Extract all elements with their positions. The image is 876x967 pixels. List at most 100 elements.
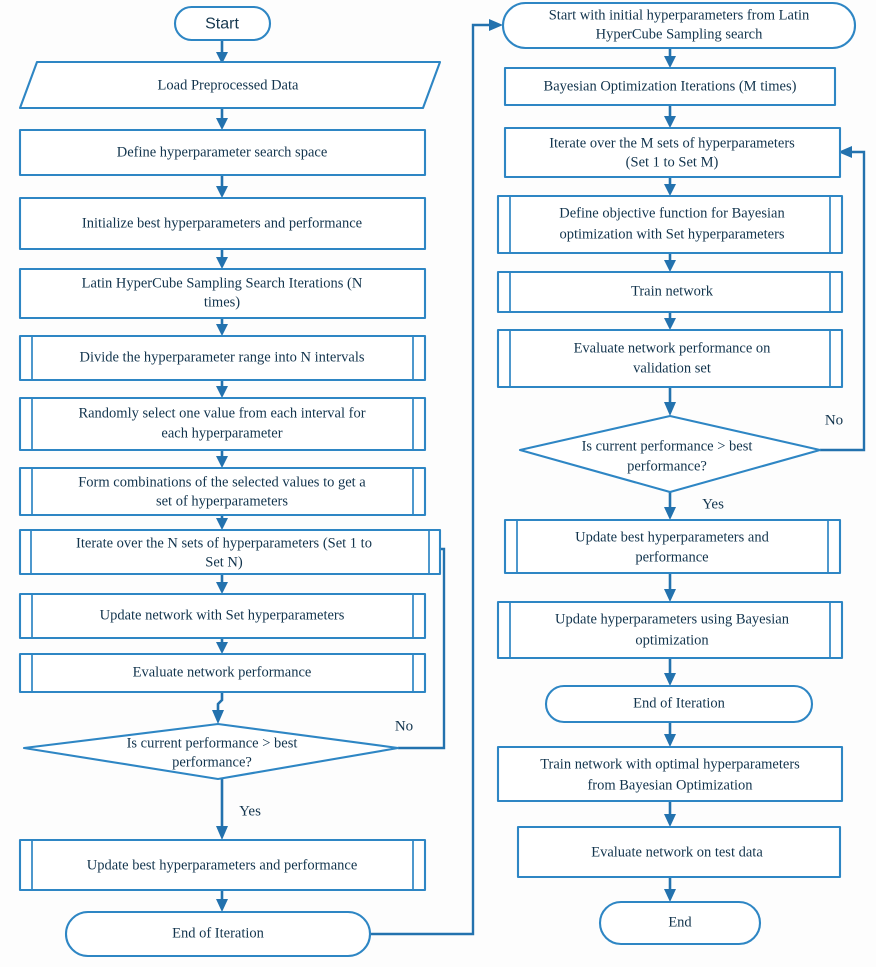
connectors-group (212, 19, 866, 936)
node-random-label-line1: Randomly select one value from each inte… (78, 405, 365, 421)
node-update-best-left[interactable]: Update best hyperparameters and performa… (18, 838, 427, 892)
arrowhead-train-to-evalval (664, 318, 676, 330)
node-define-label: Define hyperparameter search space (117, 144, 328, 160)
arrowhead-evaltest-to-end (664, 889, 676, 902)
node-evaluate-performance[interactable]: Evaluate network performance (18, 652, 427, 694)
node-form-label-line2: set of hyperparameters (156, 493, 288, 509)
node-bayes-iterations-label: Bayesian Optimization Iterations (M time… (544, 78, 797, 94)
arrowhead-evalval-to-rdecision (664, 402, 676, 416)
arrowhead-rdecision-yes (664, 507, 676, 520)
arrowhead-updatebest-to-enditer (216, 899, 228, 912)
edge-label-left-no: No (395, 718, 413, 734)
node-divide-range[interactable]: Divide the hyperparameter range into N i… (18, 334, 427, 382)
node-end-of-iteration-right[interactable]: End of Iteration (544, 684, 814, 724)
node-train-optimal[interactable]: Train network with optimal hyperparamete… (496, 745, 844, 803)
node-decision-right-label-line1: Is current performance > best (582, 438, 753, 454)
node-iterate-n-label-line2: Set N) (205, 554, 243, 570)
arrowhead-right-no-loop (838, 146, 852, 158)
node-update-best-right-label-line1: Update best hyperparameters and (575, 529, 769, 545)
node-train-optimal-label-line1: Train network with optimal hyperparamete… (540, 756, 800, 772)
arrowhead-riterate-to-objective (664, 184, 676, 196)
arrowhead-load-to-define (216, 118, 228, 130)
node-divide-label: Divide the hyperparameter range into N i… (79, 349, 364, 365)
node-evaluate-test-label: Evaluate network on test data (591, 844, 763, 860)
arrowhead-objective-to-train (664, 260, 676, 272)
arrowhead-init-to-lhs (216, 257, 228, 269)
node-random-label-line2: each hyperparameter (161, 425, 282, 441)
node-train-network[interactable]: Train network (496, 270, 844, 314)
arrowhead-lhs-to-divide (216, 324, 228, 336)
node-update-network-label: Update network with Set hyperparameters (100, 607, 345, 623)
arrowhead-form-to-iterate (216, 518, 228, 530)
node-update-network[interactable]: Update network with Set hyperparameters (18, 592, 427, 640)
node-bayes-iterations[interactable]: Bayesian Optimization Iterations (M time… (503, 66, 837, 107)
node-iterate-n-sets[interactable]: Iterate over the N sets of hyperparamete… (18, 528, 442, 576)
node-start[interactable]: Start (173, 5, 272, 42)
arrowhead-eval-to-decision (212, 710, 224, 724)
node-define-objective[interactable]: Define objective function for Bayesian o… (496, 194, 844, 255)
node-lhs-label-line2: times) (204, 294, 240, 310)
edge-label-right-no: No (825, 412, 843, 428)
node-start-right-label-line2: HyperCube Sampling search (596, 26, 763, 42)
node-update-hyperparameters-bayes[interactable]: Update hyperparameters using Bayesian op… (496, 600, 844, 660)
node-random-select[interactable]: Randomly select one value from each inte… (18, 396, 427, 452)
node-define-search-space[interactable]: Define hyperparameter search space (18, 128, 427, 177)
edge-label-right-yes: Yes (702, 496, 724, 512)
edge-left-end-to-right-start (370, 23, 495, 936)
edge-right-no-loop (820, 150, 866, 452)
node-initialize-label: Initialize best hyperparameters and perf… (82, 215, 362, 231)
node-evaluate-test[interactable]: Evaluate network on test data (516, 825, 842, 879)
edge-left-no-loop (398, 547, 446, 750)
arrowhead-rupdatebest-to-updatehp (664, 589, 676, 602)
node-decision-left[interactable]: Is current performance > best performanc… (22, 722, 400, 781)
node-end-label: End (668, 914, 692, 930)
node-define-objective-label-line1: Define objective function for Bayesian (559, 205, 785, 221)
arrowhead-decision-yes (216, 826, 228, 840)
node-update-hp-label-line2: optimization (635, 632, 709, 648)
node-iterate-n-label-line1: Iterate over the N sets of hyperparamete… (76, 535, 372, 551)
node-start-label: Start (205, 16, 239, 33)
arrowhead-divide-to-random (216, 386, 228, 398)
arrowhead-random-to-form (216, 456, 228, 468)
arrowhead-define-to-init (216, 186, 228, 198)
node-load-label: Load Preprocessed Data (158, 77, 299, 93)
node-end-of-iteration-left-label: End of Iteration (172, 925, 265, 941)
node-define-objective-label-line2: optimization with Set hyperparameters (559, 226, 784, 242)
node-start-right[interactable]: Start with initial hyperparameters from … (501, 1, 857, 50)
node-evaluate-validation-label-line2: validation set (633, 360, 711, 376)
edge-label-left-yes: Yes (239, 803, 261, 819)
node-form-combinations[interactable]: Form combinations of the selected values… (18, 466, 427, 517)
arrowhead-left-end-to-right-start (489, 19, 503, 31)
node-evaluate-validation[interactable]: Evaluate network performance on validati… (496, 328, 844, 389)
node-iterate-m-sets[interactable]: Iterate over the M sets of hyperparamete… (503, 126, 842, 179)
arrowhead-start-to-load (216, 52, 228, 64)
node-initialize-best[interactable]: Initialize best hyperparameters and perf… (18, 196, 427, 251)
node-train-network-label: Train network (631, 283, 714, 299)
arrowhead-renditer-to-trainopt (664, 734, 676, 747)
node-decision-right-label-line2: performance? (627, 458, 707, 474)
node-end-of-iteration-left[interactable]: End of Iteration (64, 910, 372, 958)
node-evaluate-validation-label-line1: Evaluate network performance on (574, 340, 772, 356)
node-train-optimal-label-line2: from Bayesian Optimization (587, 777, 753, 793)
node-decision-right[interactable]: Is current performance > best performanc… (518, 414, 822, 494)
arrowhead-bayes-to-riterate (664, 116, 676, 128)
node-decision-left-label-line1: Is current performance > best (127, 735, 298, 751)
node-update-best-right-label-line2: performance (635, 549, 708, 565)
arrowhead-iterate-to-updatenet (216, 582, 228, 594)
node-lhs-iterations[interactable]: Latin HyperCube Sampling Search Iteratio… (18, 267, 427, 320)
node-end[interactable]: End (598, 900, 762, 946)
node-end-of-iteration-right-label: End of Iteration (633, 695, 726, 711)
node-update-best-left-label: Update best hyperparameters and performa… (87, 857, 358, 873)
node-iterate-m-label-line1: Iterate over the M sets of hyperparamete… (549, 135, 795, 151)
node-decision-left-label-line2: performance? (172, 754, 252, 770)
node-update-best-right[interactable]: Update best hyperparameters and performa… (503, 518, 842, 575)
arrowhead-updatenet-to-eval (216, 642, 228, 654)
node-load-preprocessed-data[interactable]: Load Preprocessed Data (18, 60, 442, 110)
node-update-hp-label-line1: Update hyperparameters using Bayesian (555, 611, 790, 627)
arrowhead-trainopt-to-evaltest (664, 814, 676, 827)
node-iterate-m-label-line2: (Set 1 to Set M) (626, 154, 719, 170)
arrowhead-updatehp-to-renditer (664, 673, 676, 686)
node-form-label-line1: Form combinations of the selected values… (78, 474, 366, 490)
